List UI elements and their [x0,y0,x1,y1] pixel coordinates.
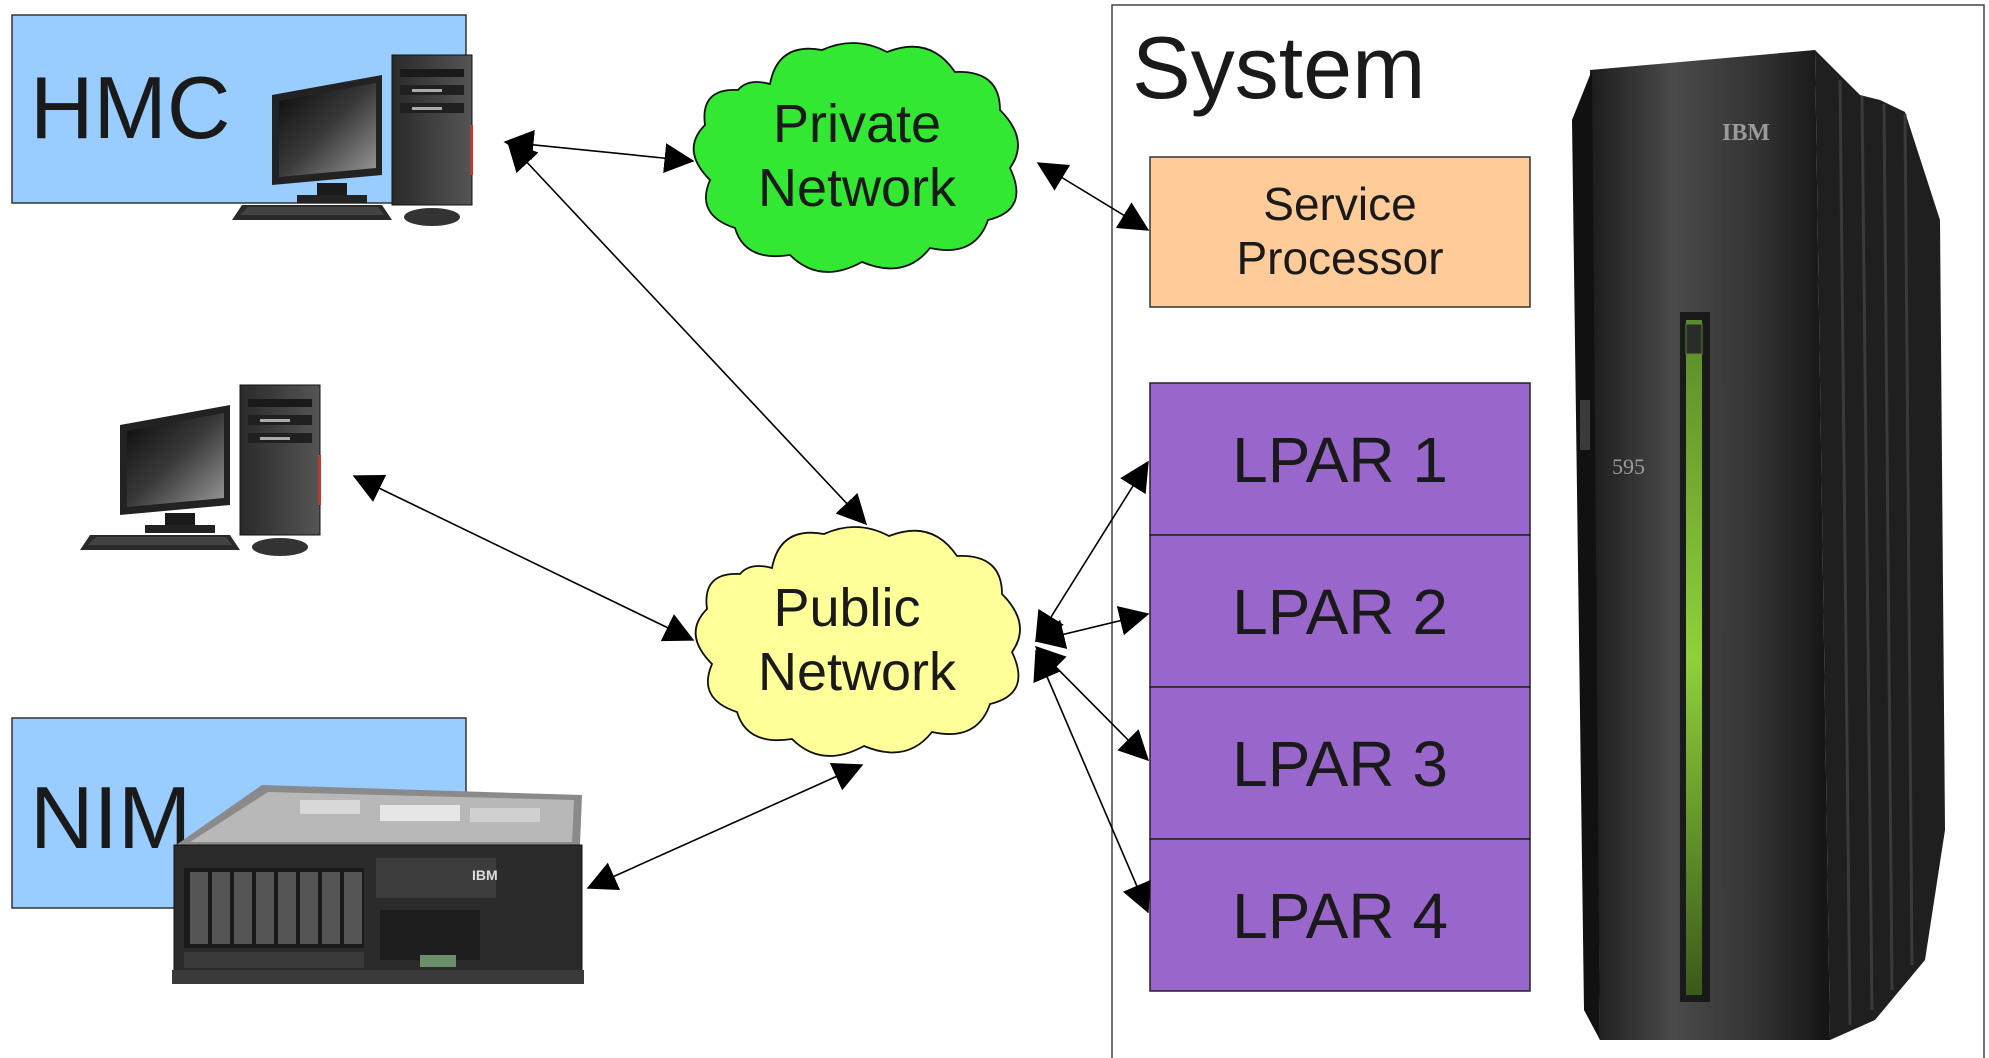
lpar-1-box[interactable]: LPAR 1 [1149,382,1531,536]
ibm-595-brand: IBM [1722,120,1770,146]
lpar-2-label: LPAR 2 [1232,576,1448,648]
service-processor-line2: Processor [1236,232,1443,284]
lpar-2-box[interactable]: LPAR 2 [1149,534,1531,688]
lpar-4-label: LPAR 4 [1232,880,1448,952]
arrow-hmc-private [503,129,695,174]
private-network-line1: Private [773,94,941,154]
arrow-client-public [352,474,695,642]
arrow-private-service-processor [1036,162,1150,231]
nim-server-icon: IBM [172,785,584,984]
lpar-4-box[interactable]: LPAR 4 [1149,838,1531,992]
service-processor-box[interactable]: Service Processor [1149,156,1531,308]
lpar-1-label: LPAR 1 [1232,424,1448,496]
arrow-hmc-public [506,140,868,526]
nim-label: NIM [30,768,191,867]
hmc-label: HMC [30,58,230,157]
connectors [352,129,1151,914]
private-network-line2: Network [758,158,957,218]
ibm-595-server-icon: IBM 595 [1572,50,1945,1040]
hmc-box[interactable] [11,14,467,204]
public-network-line2: Network [758,642,957,702]
ibm-595-model: 595 [1612,454,1645,479]
client-computer-icon [79,384,322,557]
public-network-cloud[interactable]: Public Network [694,526,1021,757]
lpar-3-label: LPAR 3 [1232,728,1448,800]
service-processor-line1: Service [1263,178,1416,230]
nim-server-brand: IBM [472,867,498,883]
lpar-3-box[interactable]: LPAR 3 [1149,686,1531,840]
arrow-nim-public [586,762,864,891]
public-network-line1: Public [773,578,920,638]
arrow-public-lpar2 [1034,606,1150,649]
private-network-cloud[interactable]: Private Network [692,42,1019,273]
arrow-public-lpar4 [1033,649,1151,914]
system-title: System [1132,18,1425,117]
